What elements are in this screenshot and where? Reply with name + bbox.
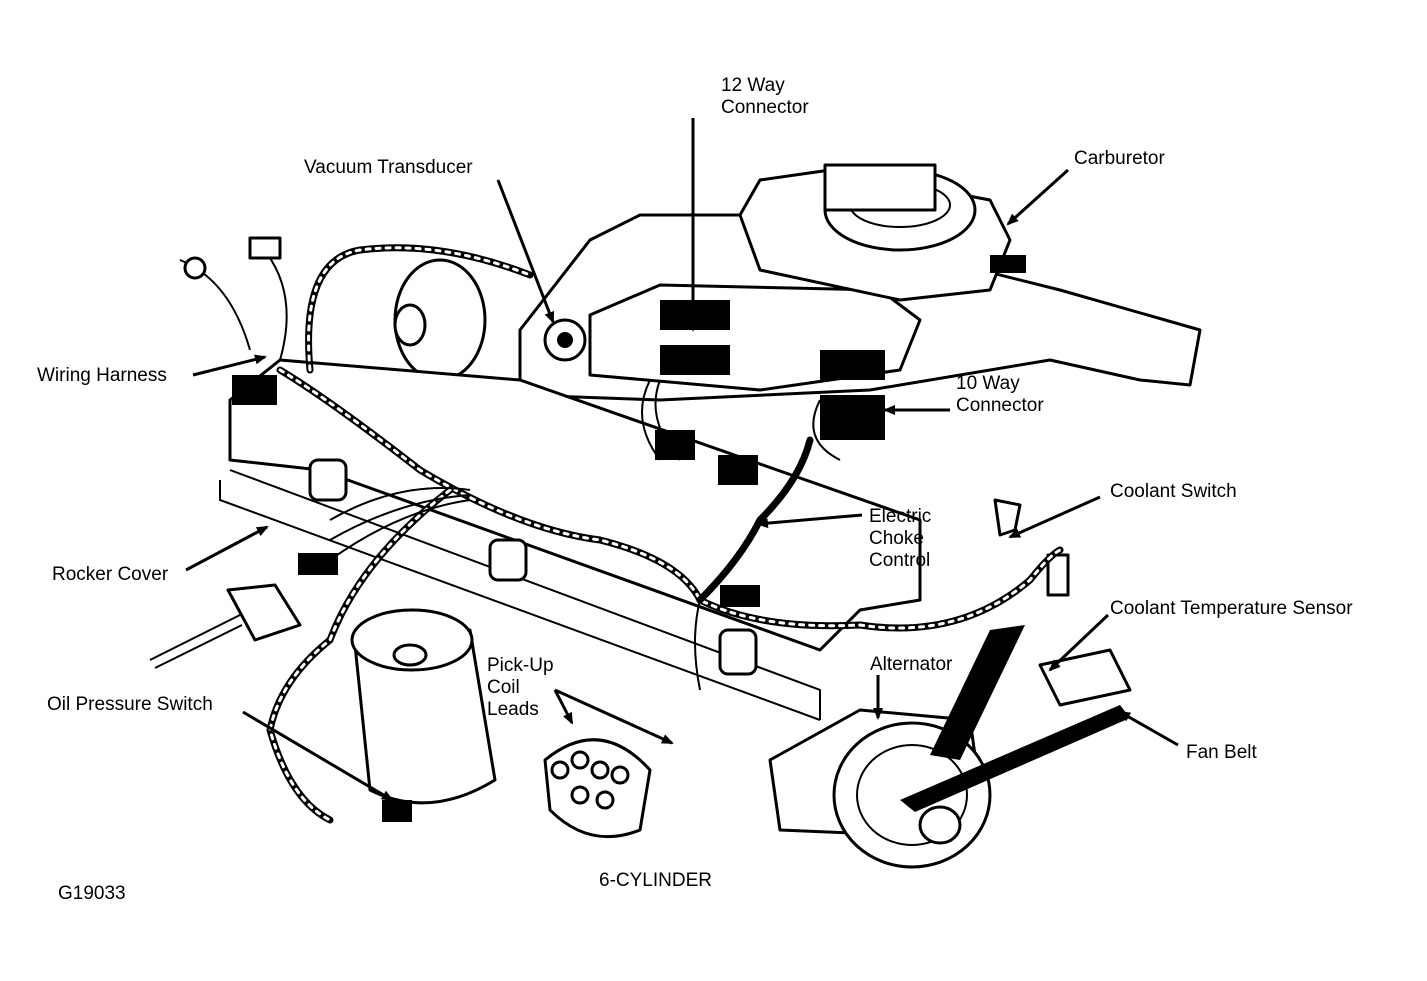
twelve-way-connector-part xyxy=(660,345,730,375)
label-vacuum-transducer: Vacuum Transducer xyxy=(304,157,473,178)
label-electric: Electric xyxy=(869,506,931,527)
label-12-way-line1: 12 Way xyxy=(721,75,785,96)
plug-wells xyxy=(308,458,758,676)
label-wiring-harness: Wiring Harness xyxy=(37,365,167,386)
thermostat-housing xyxy=(1038,648,1132,707)
ten-way-connector-part xyxy=(820,395,885,440)
label-control: Control xyxy=(869,550,930,571)
distributor-cap xyxy=(543,738,652,839)
leader-arrows xyxy=(185,118,1179,802)
callout-labels: 12 Way Connector Vacuum Transducer Carbu… xyxy=(37,75,1353,904)
label-alternator: Alternator xyxy=(870,654,953,675)
fan-belt-upper xyxy=(930,625,1025,760)
label-coolant-temperature-sensor: Coolant Temperature Sensor xyxy=(1110,598,1353,619)
oil-filter-part xyxy=(350,608,497,805)
engine-illustration xyxy=(219,163,1202,869)
wiring-harness-lines xyxy=(149,236,1064,824)
label-10-way-line2: Connector xyxy=(956,395,1044,416)
rocker-cover-part xyxy=(228,358,922,652)
label-coil: Coil xyxy=(487,677,520,698)
label-fan-belt: Fan Belt xyxy=(1186,742,1257,763)
label-leads: Leads xyxy=(487,699,539,720)
label-oil-pressure-switch: Oil Pressure Switch xyxy=(47,694,213,715)
figure-caption: 6-CYLINDER xyxy=(599,870,712,891)
label-12-way-line2: Connector xyxy=(721,97,809,118)
carburetor-body xyxy=(660,163,1026,330)
label-coolant-switch: Coolant Switch xyxy=(1110,481,1237,502)
label-pick-up: Pick-Up xyxy=(487,655,554,676)
label-rocker-cover: Rocker Cover xyxy=(52,564,169,585)
vacuum-transducer-part xyxy=(393,258,587,382)
figure-id: G19033 xyxy=(58,883,126,904)
label-carburetor: Carburetor xyxy=(1074,148,1165,169)
fan-belt-lower xyxy=(900,705,1130,812)
label-10-way-line1: 10 Way xyxy=(956,373,1020,394)
label-choke: Choke xyxy=(869,528,924,549)
